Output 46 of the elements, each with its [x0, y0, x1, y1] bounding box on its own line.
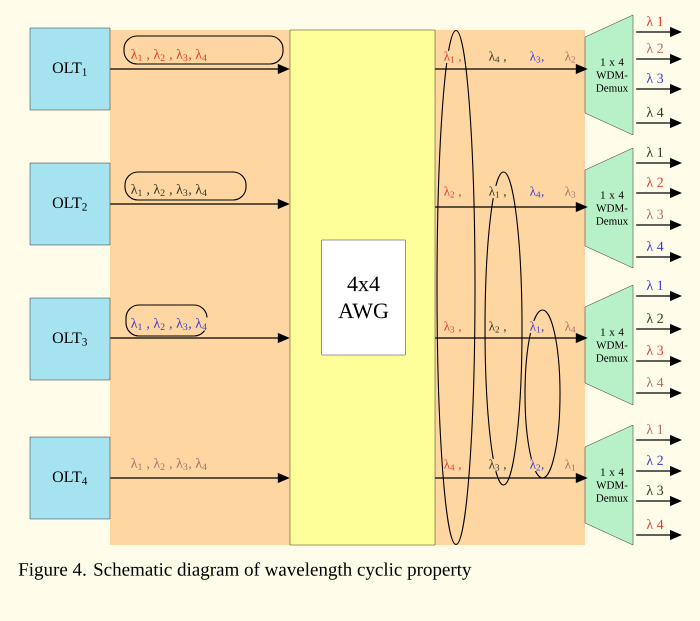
wavelength-label: λ$_{2}$, — [529, 458, 545, 472]
edge-label: λ 2 — [646, 42, 664, 54]
edge-label: λ 1 — [646, 146, 664, 158]
wavelength-label: λ$_{3}$ , — [443, 320, 462, 334]
demux-trapezoid: 1 x 4 WDM-Demux — [584, 284, 634, 406]
edge-label: λ 1 — [646, 424, 664, 434]
edge-label: λ 2 — [646, 454, 664, 466]
edge-label: λ$_{1}$ , λ$_{2}$ , λ$_{3}$, λ$_{4}$ — [130, 183, 208, 197]
edge-label: λ$_{1}$ , λ$_{2}$ , λ$_{3}$, λ$_{4}$ — [130, 457, 208, 471]
demux-trapezoid: 1 x 4 WDM-Demux — [584, 148, 634, 268]
demux-trapezoid: 1 x 4 WDM-Demux — [584, 14, 634, 136]
olt-box: OLT$_{2}$ — [30, 162, 110, 246]
wavelength-label: λ$_{4}$ , — [443, 458, 462, 472]
edge-label: λ 4 — [646, 240, 664, 252]
wavelength-label: λ$_{3}$, — [529, 50, 545, 64]
edge-label: λ 3 — [646, 208, 664, 220]
edge-label: λ 4 — [646, 518, 664, 530]
wavelength-label: λ$_{1}$ , — [488, 186, 508, 198]
edge-label: λ 2 — [646, 176, 664, 188]
awg-label-box: 4x4 AWG — [321, 240, 406, 356]
edge-label: λ 4 — [646, 106, 664, 118]
caption: Figure 4. Schematic diagram of wavelength cyclic property — [18, 562, 472, 580]
olt-box: OLT$_{1}$ — [30, 28, 110, 110]
wavelength-label: λ$_{2}$ , — [488, 320, 508, 334]
wavelength-label: λ$_{4}$, — [529, 186, 545, 198]
wavelength-label: λ$_{1}$ , — [443, 50, 462, 64]
edge-label: λ 2 — [646, 312, 664, 324]
wavelength-label: λ$_{1}$, — [529, 320, 545, 334]
edge-label: λ 1 — [646, 280, 664, 290]
edge-label: λ 4 — [646, 376, 664, 388]
wavelength-label: λ$_{4}$ — [564, 321, 577, 333]
edge-label: λ 3 — [646, 344, 664, 356]
wavelength-label: λ$_{3}$ , — [488, 458, 508, 472]
edge-label: λ 3 — [646, 72, 664, 84]
wavelength-label: λ$_{3}$ — [564, 186, 577, 198]
wavelength-label: λ$_{1}$ — [564, 459, 577, 472]
demux-trapezoid: 1 x 4 WDM-Demux — [584, 424, 634, 546]
wavelength-label: λ$_{4}$ , — [488, 50, 508, 64]
wavelength-label: λ$_{2}$ , — [443, 186, 462, 198]
olt-box: OLT$_{4}$ — [30, 436, 110, 520]
edge-label: λ$_{1}$ , λ$_{2}$ , λ$_{3}$, λ$_{4}$ — [130, 48, 208, 62]
olt-box: OLT$_{3}$ — [30, 298, 110, 380]
wavelength-label: λ$_{2}$ — [564, 50, 577, 64]
edge-label: λ 1 — [646, 16, 664, 26]
edge-label: λ 3 — [646, 484, 664, 496]
edge-label: λ$_{1}$ , λ$_{2}$ , λ$_{3}$, λ$_{4}$ — [130, 317, 208, 331]
